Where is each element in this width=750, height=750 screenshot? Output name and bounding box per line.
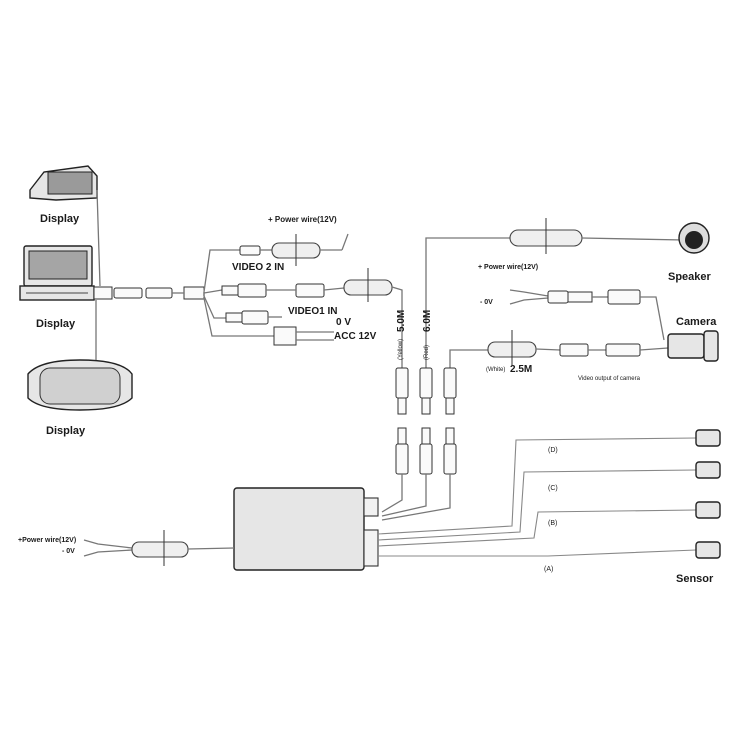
top-power-label: + Power wire(12V) [268, 215, 337, 224]
sensor-a-label: (A) [544, 566, 553, 573]
sensor-b [377, 501, 721, 547]
camera-power-label: + Power wire(12V) [478, 264, 538, 271]
video-output-label: Video output of camera [578, 376, 641, 382]
control-box [233, 487, 379, 571]
control-power-leads [83, 530, 235, 566]
acc-12v-label: ACC 12V [334, 331, 377, 342]
camera-icon [667, 330, 719, 362]
display-3-label: Display [46, 425, 86, 437]
length-5m-label: 5.0M [396, 310, 407, 332]
display-3-mirror [27, 300, 133, 411]
speaker-icon [678, 222, 710, 254]
rca-cable-yellow [381, 367, 409, 513]
control-0v-label: - 0V [62, 548, 75, 555]
length-2-5m-label: 2.5M [510, 364, 532, 375]
display-2-label: Display [36, 318, 76, 330]
sensor-title-label: Sensor [676, 573, 714, 585]
yellow-tag: (Yellow) [398, 339, 404, 360]
sensor-c [377, 461, 721, 541]
video1-in-label: VIDEO1 IN [288, 306, 337, 317]
camera-0v-label: - 0V [480, 299, 493, 306]
video2-in-label: VIDEO 2 IN [232, 262, 284, 273]
camera-power-leads [509, 289, 665, 341]
display-harness [93, 249, 274, 337]
video1-connector [225, 310, 334, 346]
rca-cable-red [381, 237, 512, 517]
top-power-fuse [239, 233, 349, 266]
display-1-label: Display [40, 213, 80, 225]
camera-video-lead [487, 330, 669, 366]
speaker-cable [509, 218, 685, 254]
red-tag: (Red) [424, 345, 430, 360]
display-2-headunit [19, 245, 95, 301]
display-1-monitor [29, 165, 101, 287]
sensor-d [377, 429, 721, 535]
camera-label: Camera [676, 316, 717, 328]
white-tag: (White) [486, 367, 505, 373]
sensor-c-label: (C) [548, 485, 558, 492]
speaker-label: Speaker [668, 271, 712, 283]
rca-cable-white [381, 349, 488, 521]
zero-v-label: 0 V [336, 317, 351, 328]
video2-connector [221, 268, 403, 368]
control-power-label: +Power wire(12V) [18, 537, 76, 544]
sensor-a [378, 541, 721, 559]
length-6m-label: 6.0M [422, 310, 433, 332]
sensor-d-label: (D) [548, 447, 558, 454]
sensor-b-label: (B) [548, 520, 557, 527]
